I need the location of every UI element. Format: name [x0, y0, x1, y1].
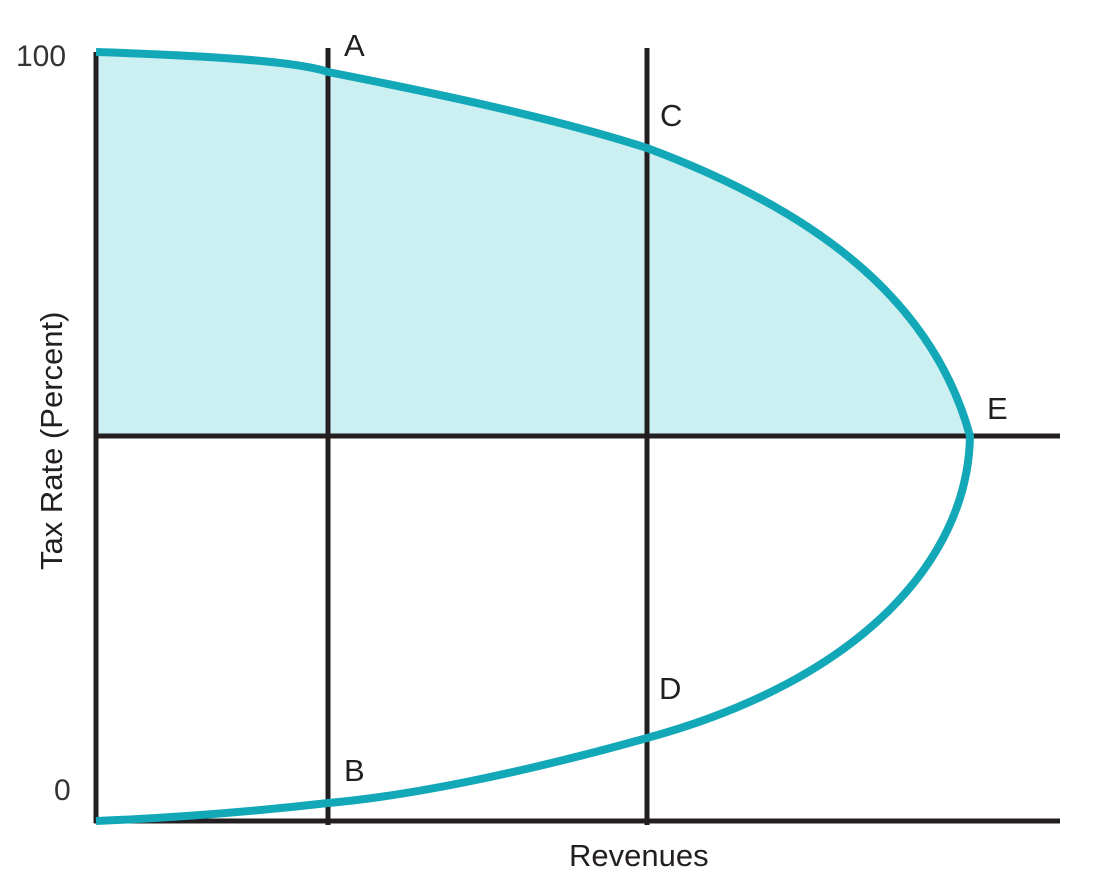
point-label-a: A — [344, 28, 365, 63]
point-label-b: B — [344, 753, 365, 788]
shaded-region — [96, 52, 970, 436]
point-label-e: E — [987, 391, 1008, 426]
y-axis-title: Tax Rate (Percent) — [34, 311, 69, 570]
x-axis-title: Revenues — [569, 838, 709, 873]
point-label-d: D — [659, 671, 682, 706]
y-tick-0: 0 — [54, 774, 71, 807]
laffer-curve — [95, 48, 975, 825]
point-label-c: C — [660, 98, 683, 133]
y-tick-100: 100 — [16, 40, 67, 73]
